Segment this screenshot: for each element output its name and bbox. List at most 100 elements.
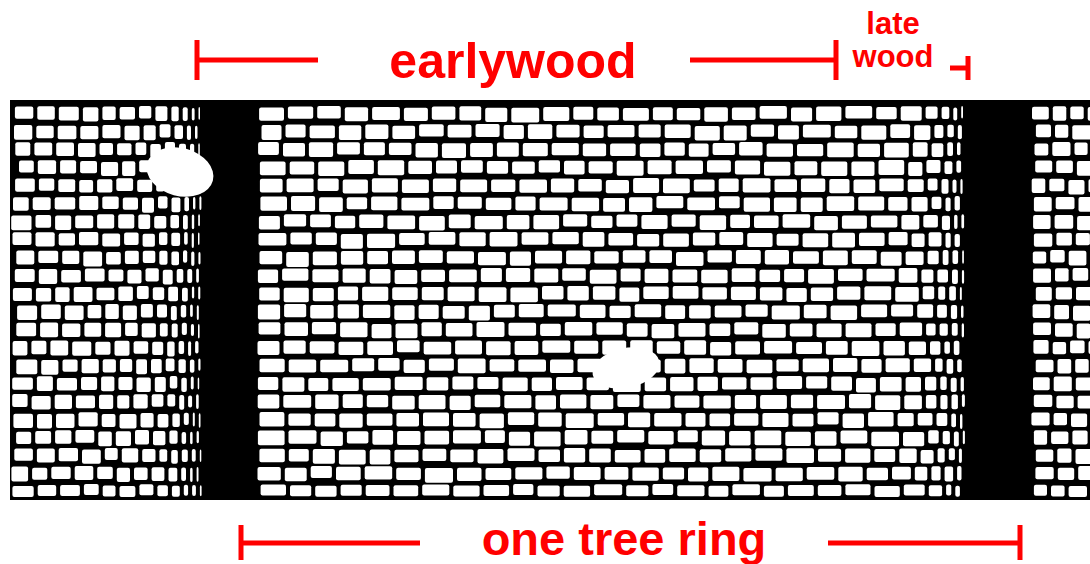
wood-cell bbox=[923, 215, 938, 228]
wood-cell bbox=[606, 180, 629, 193]
wood-cell bbox=[686, 413, 706, 427]
wood-cell bbox=[1036, 287, 1052, 301]
wood-cell bbox=[13, 341, 28, 356]
wood-cell bbox=[845, 106, 872, 119]
wood-cell bbox=[120, 486, 136, 497]
wood-cell bbox=[1058, 359, 1072, 373]
wood-cell bbox=[867, 468, 888, 480]
wood-cell bbox=[654, 413, 681, 427]
wood-cell bbox=[453, 413, 476, 427]
wood-cell bbox=[775, 179, 798, 192]
wood-cell bbox=[503, 378, 528, 392]
wood-cell bbox=[643, 286, 668, 299]
wood-cell bbox=[901, 106, 922, 121]
wood-cell bbox=[774, 198, 797, 213]
wood-cell bbox=[139, 484, 153, 495]
wood-cell bbox=[552, 143, 579, 155]
wood-cell bbox=[453, 430, 481, 443]
wood-cell bbox=[125, 323, 138, 336]
wood-cell bbox=[167, 394, 175, 406]
wood-cell bbox=[183, 215, 188, 230]
wood-cell bbox=[879, 160, 905, 175]
wood-cell bbox=[364, 142, 385, 155]
wood-cell bbox=[195, 126, 198, 139]
wood-cell bbox=[339, 450, 366, 465]
wood-cell bbox=[957, 466, 961, 480]
wood-cell bbox=[818, 412, 839, 424]
wood-cell bbox=[38, 251, 58, 263]
wood-cell bbox=[452, 376, 473, 389]
wood-cell bbox=[190, 304, 193, 317]
wood-cell bbox=[563, 214, 587, 226]
wood-cell bbox=[743, 178, 771, 192]
wood-cell bbox=[1035, 144, 1049, 156]
wood-cell bbox=[509, 323, 537, 336]
wood-cell bbox=[13, 288, 32, 301]
wood-cell bbox=[258, 305, 280, 320]
wood-cell bbox=[56, 142, 74, 156]
wood-cell bbox=[815, 431, 837, 445]
wood-cell bbox=[197, 467, 199, 482]
wood-cell bbox=[712, 467, 739, 481]
wood-cell bbox=[141, 413, 154, 427]
wood-cell bbox=[814, 216, 838, 230]
wood-cell bbox=[260, 179, 283, 193]
wood-cell bbox=[15, 269, 35, 282]
wood-cell bbox=[1055, 215, 1074, 229]
wood-cell bbox=[540, 197, 568, 210]
wood-cell bbox=[32, 468, 47, 480]
wood-cell bbox=[142, 323, 156, 337]
wood-cell bbox=[926, 395, 937, 409]
wood-cell bbox=[65, 306, 84, 321]
wood-cell bbox=[803, 125, 831, 138]
wood-cell bbox=[477, 322, 505, 337]
wood-cell bbox=[755, 431, 782, 446]
wood-cell bbox=[258, 431, 285, 446]
wood-cell bbox=[917, 304, 933, 318]
wood-cell bbox=[315, 414, 336, 427]
wood-cell bbox=[1033, 377, 1050, 390]
wood-cell bbox=[392, 251, 415, 265]
wood-cell bbox=[83, 107, 99, 121]
wood-cell bbox=[1055, 268, 1069, 281]
wood-cell bbox=[120, 359, 132, 372]
wood-cell bbox=[157, 305, 167, 318]
wood-cell bbox=[831, 377, 852, 391]
wood-cell bbox=[1055, 323, 1073, 337]
wood-cell bbox=[556, 377, 583, 390]
wood-cell bbox=[1031, 413, 1049, 426]
wood-cell bbox=[88, 305, 102, 318]
wood-cell bbox=[259, 233, 287, 246]
wood-cell bbox=[146, 268, 159, 281]
wood-cell bbox=[854, 179, 876, 193]
wood-cell bbox=[777, 234, 799, 246]
wood-cell bbox=[359, 214, 383, 228]
wood-cell bbox=[123, 306, 137, 320]
wood-cell bbox=[339, 413, 362, 427]
wood-cell bbox=[617, 430, 644, 442]
wood-cell bbox=[123, 198, 138, 210]
wood-cell bbox=[55, 215, 71, 230]
wood-cell bbox=[109, 269, 124, 281]
wood-cell bbox=[136, 143, 147, 155]
wood-cell bbox=[284, 304, 306, 317]
wood-cell bbox=[138, 215, 150, 229]
wood-cell bbox=[422, 287, 444, 300]
wood-cell bbox=[57, 378, 77, 391]
wood-cell bbox=[580, 305, 606, 318]
wood-cell bbox=[953, 180, 957, 193]
wood-cell bbox=[118, 377, 132, 390]
wood-cell bbox=[629, 197, 652, 212]
wood-cell bbox=[157, 485, 168, 496]
wood-cell bbox=[181, 468, 186, 482]
wood-cell bbox=[957, 142, 961, 155]
wood-cell bbox=[1049, 179, 1064, 192]
wood-cell bbox=[75, 216, 93, 229]
wood-cell bbox=[362, 287, 388, 301]
wood-cell bbox=[930, 341, 940, 355]
wood-cell bbox=[615, 450, 641, 462]
wood-cell bbox=[476, 124, 500, 137]
wood-cell bbox=[378, 358, 399, 371]
wood-cell bbox=[120, 414, 137, 429]
wood-cell bbox=[101, 377, 114, 392]
